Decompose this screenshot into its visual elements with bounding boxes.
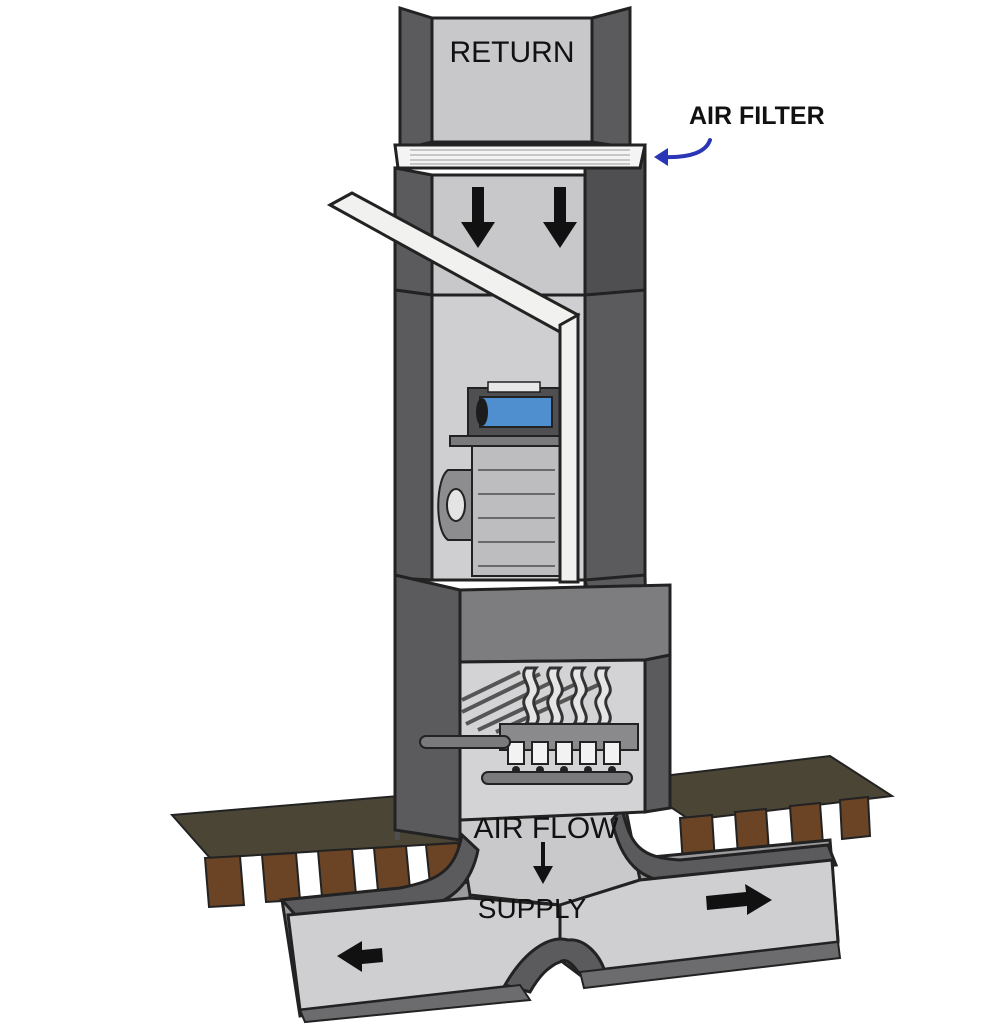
- burner-port: [555, 741, 573, 765]
- duct-left-bottom: [298, 983, 532, 1024]
- blower-motor: [479, 396, 553, 428]
- burner-port: [579, 741, 597, 765]
- joist: [838, 795, 872, 841]
- airflow-arrows: [337, 187, 772, 972]
- joist: [316, 847, 358, 899]
- joist: [203, 854, 246, 909]
- curved-arrow-icon: [654, 138, 712, 166]
- furnace-cabinet: [326, 5, 672, 842]
- supply-duct: [278, 803, 842, 1024]
- burner-port: [603, 741, 621, 765]
- burner-ports: [507, 741, 621, 765]
- return-plenum-right: [590, 6, 632, 150]
- supply-label: SUPPLY: [478, 893, 587, 924]
- gas-pipe-upper: [419, 735, 511, 749]
- blower-wheel-housing: [471, 445, 563, 577]
- flue-pipe: [326, 191, 581, 584]
- joist: [260, 851, 302, 904]
- blower-wheel-slats: [478, 469, 555, 567]
- burner-section-left: [393, 573, 462, 842]
- air-flow-label: AIR FLOW: [473, 812, 619, 845]
- down-arrow-icon: [533, 842, 553, 884]
- left-arrow-icon: [337, 941, 383, 972]
- blower-cap: [487, 381, 541, 393]
- air-filter: [393, 143, 647, 170]
- blower-compartment-left: [393, 288, 434, 582]
- return-plenum-left: [398, 5, 434, 152]
- blower-mount-rail: [449, 435, 561, 447]
- down-arrow-icon: [461, 187, 495, 248]
- left-joists: [203, 841, 464, 909]
- burner-port: [531, 741, 549, 765]
- flue-pipe-vertical: [558, 312, 580, 584]
- gas-pipe-lower: [481, 771, 633, 785]
- blower-motor-end: [476, 398, 488, 426]
- return-label: RETURN: [450, 36, 575, 69]
- blower-compartment-inner-right: [583, 288, 647, 582]
- air-filter-label: AIR FILTER: [689, 102, 825, 130]
- joist: [372, 844, 412, 893]
- burner-cavity-right-wall: [643, 653, 672, 814]
- right-arrow-icon: [706, 884, 772, 915]
- blower-hub: [446, 488, 466, 522]
- return-plenum-front: [430, 16, 594, 144]
- down-arrow-icon: [543, 187, 577, 248]
- filter-pleats: [410, 149, 630, 165]
- burner-top-panel: [458, 583, 672, 664]
- blower-unit: [437, 381, 564, 577]
- duct-right-bottom: [578, 940, 842, 990]
- burner-port: [507, 741, 525, 765]
